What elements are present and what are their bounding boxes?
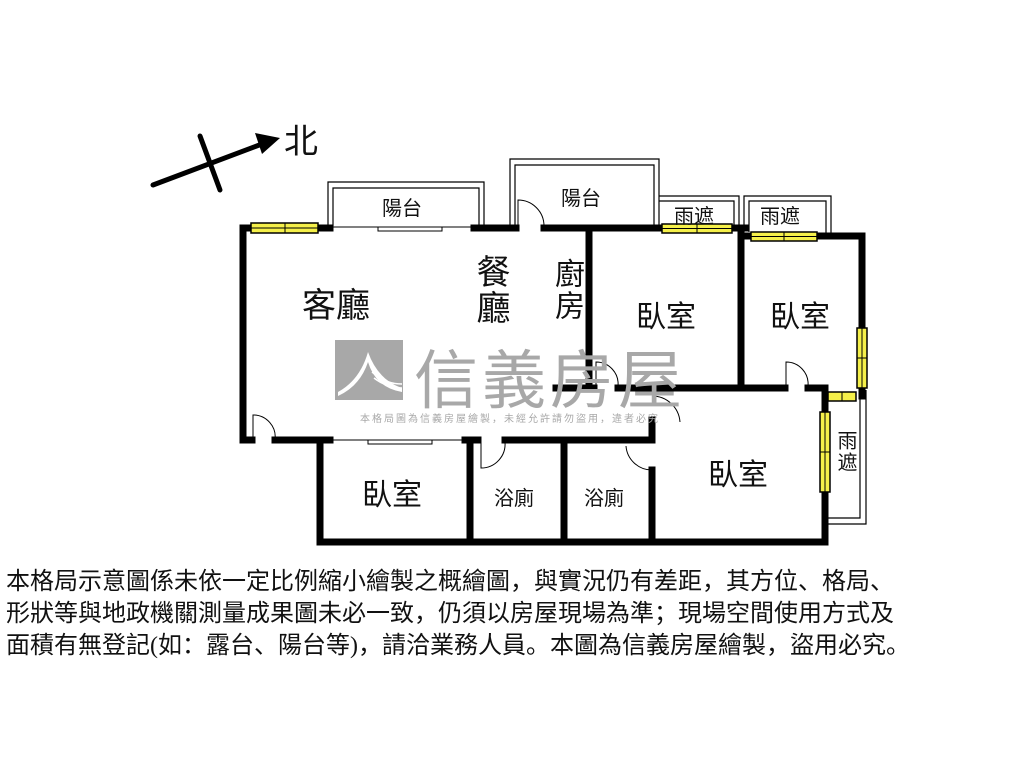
- room-bathroom-1: 浴廁: [494, 486, 534, 510]
- room-balcony-left: 陽台: [382, 196, 422, 220]
- balcony-right-outline: [509, 158, 660, 226]
- room-awning-2: 雨遮: [760, 204, 800, 228]
- north-arrow-icon: [150, 133, 280, 193]
- watermark-brand: 信義房屋: [414, 345, 686, 419]
- room-bathroom-2: 浴廁: [584, 486, 624, 510]
- disclaimer-line: 面積有無登記(如：露台、陽台等)，請洽業務人員。本圖為信義房屋繪製，盜用必究。: [6, 633, 910, 659]
- room-balcony-right: 陽台: [561, 186, 601, 210]
- room-kitchen: 廚房: [549, 258, 584, 322]
- balcony-left-outline: [327, 181, 485, 226]
- room-dining-room: 餐廳: [470, 254, 510, 326]
- compass-north-label: 北: [284, 122, 318, 162]
- room-bedroom-3: 臥室: [708, 458, 768, 493]
- floor-plan: 本格局圖為信義房屋繪製，未經允許請勿盜用，違者必究 信義房屋 北 陽台 陽台 雨…: [150, 122, 868, 546]
- disclaimer-line: 形狀等與地政機關測量成果圖未必一致，仍須以房屋現場為準；現場空間使用方式及: [6, 601, 894, 627]
- disclaimer-line: 本格局示意圖係未依一定比例縮小繪製之概繪圖，與實況仍有差距，其方位、格局、: [6, 569, 894, 595]
- disclaimer-text: 本格局示意圖係未依一定比例縮小繪製之概繪圖，與實況仍有差距，其方位、格局、 形狀…: [6, 566, 1021, 662]
- room-awning-1: 雨遮: [674, 204, 714, 228]
- room-bedroom-4: 臥室: [362, 478, 422, 513]
- room-bedroom-2: 臥室: [770, 300, 830, 335]
- watermark-notice: 本格局圖為信義房屋繪製，未經允許請勿盜用，違者必究: [360, 412, 660, 425]
- room-bedroom-1: 臥室: [636, 300, 696, 335]
- room-living-room: 客廳: [302, 286, 370, 326]
- brand-logo-icon: [335, 340, 403, 400]
- room-awning-3: 雨遮: [834, 430, 858, 474]
